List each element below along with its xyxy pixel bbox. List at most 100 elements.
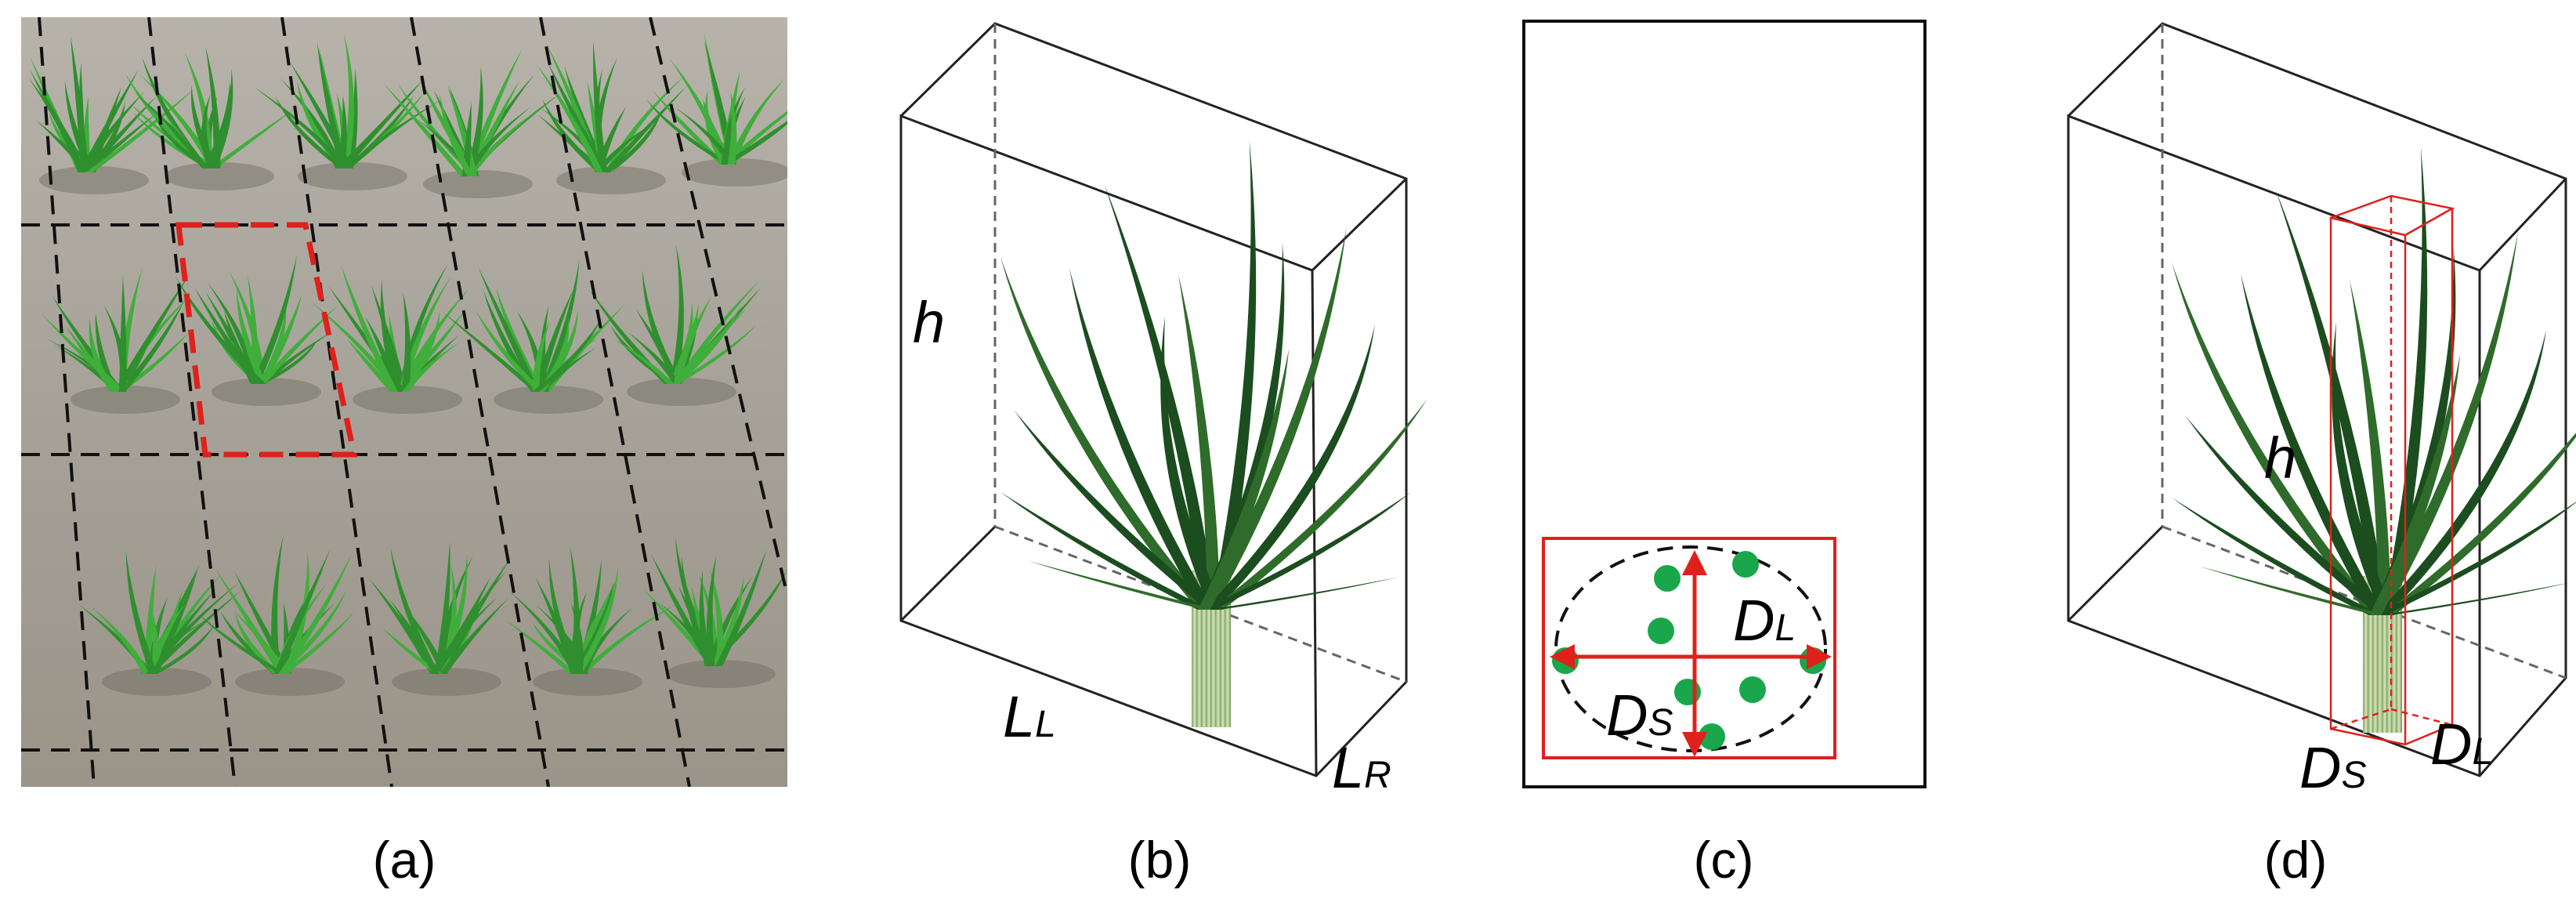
tiller-dot	[1739, 676, 1766, 703]
length-label-LL-main: L	[1003, 684, 1035, 749]
short-diameter-label-sub: S	[1648, 702, 1673, 744]
long-diameter-label-sub: L	[2472, 731, 2493, 773]
tiller-dot	[1674, 679, 1701, 705]
seedling-leaf	[384, 84, 468, 176]
canopy-ellipse	[1554, 545, 1827, 752]
arrow-head	[1682, 732, 1707, 757]
seedling-leaf	[258, 305, 338, 384]
plant-stem	[2363, 576, 2369, 733]
seedling-reflection	[533, 668, 642, 696]
seedling-leaf	[659, 603, 716, 666]
tiller-dot	[1732, 551, 1759, 578]
seedling-leaf	[675, 107, 736, 165]
seedling-reflection	[39, 166, 149, 194]
seedling-leaf	[150, 589, 217, 674]
seedling-leaf	[465, 106, 545, 176]
arrow-head	[1550, 644, 1575, 669]
seedling-leaf	[114, 272, 191, 392]
height-label: h	[2264, 426, 2296, 491]
seedling-leaf	[699, 570, 712, 666]
plant-stem	[2368, 576, 2374, 733]
seedling-leaf	[709, 567, 724, 666]
seedling-leaf	[429, 596, 498, 674]
seedling-leaf	[337, 95, 347, 168]
short-diameter-label-main: D	[2299, 735, 2341, 800]
seedling-leaf	[208, 68, 233, 168]
seedling-leaf	[36, 120, 92, 172]
seedling-reflection	[666, 660, 776, 688]
rice-plant-model	[1000, 140, 1427, 727]
seedling-leaf	[273, 549, 331, 674]
panel-d-box	[2067, 22, 2567, 777]
box-edges	[899, 22, 1408, 777]
long-diameter-label: DL	[1733, 588, 1796, 653]
seedling-leaf	[371, 285, 408, 392]
seedling-reflection	[627, 378, 736, 406]
seedling-leaf	[509, 591, 580, 674]
seedling-leaf	[208, 107, 296, 168]
seedling-leaf	[319, 47, 349, 168]
seedling-leaf	[311, 302, 402, 392]
seedling-leaf	[602, 85, 687, 172]
seedling-reflection	[165, 162, 274, 190]
seedling-leaf	[570, 603, 584, 674]
panel-a-photo	[21, 17, 787, 787]
short-diameter-label: DS	[1606, 683, 1673, 748]
short-diameter-label-sub: S	[2341, 755, 2366, 796]
long-diameter-label-sub: L	[1775, 607, 1796, 649]
plant-stem	[2377, 576, 2383, 733]
seedling-leaf	[90, 606, 150, 674]
seedling-leaf	[724, 87, 745, 165]
plant-stem	[2386, 576, 2393, 733]
plant-leaf	[1160, 316, 1223, 610]
seedling-reflection	[682, 158, 787, 187]
short-diameter-label-main: D	[1606, 683, 1648, 748]
box-hidden-edge	[2162, 525, 2567, 679]
seedling-leaf	[207, 282, 259, 384]
plant-leaf	[1104, 183, 1217, 610]
seedling-reflection	[392, 668, 501, 696]
grid-column-line	[147, 17, 237, 787]
long-diameter-label: DL	[2430, 712, 2493, 777]
seedling-leaf	[343, 100, 442, 168]
plant-stem	[1210, 571, 1217, 727]
seedling-leaf	[134, 92, 209, 168]
plant-leaf	[1210, 140, 1257, 610]
seedling-leaf	[673, 295, 712, 384]
seedling-leaf	[404, 606, 449, 674]
seedling-reflection	[71, 386, 180, 414]
seedling-leaf	[380, 278, 403, 392]
seedling-leaf	[605, 75, 686, 172]
seedling-leaf	[548, 557, 582, 674]
height-label: h	[913, 290, 945, 355]
arrow-head	[1682, 550, 1707, 575]
plant-stem	[1220, 571, 1226, 727]
seedling-leaf	[465, 66, 483, 176]
seedling-leaf	[70, 34, 89, 172]
tiller-dot	[1699, 723, 1725, 750]
seedling-leaf	[477, 266, 541, 392]
diameter-arrows	[1550, 550, 1832, 757]
seedling-leaf	[340, 34, 355, 168]
tiller-dot	[1654, 565, 1681, 592]
bounding-rectangle	[1542, 537, 1836, 759]
seedling-leaf	[727, 92, 737, 165]
rice-seedlings	[28, 33, 787, 696]
seedling-leaf	[505, 620, 577, 674]
seedling-leaf	[119, 277, 127, 392]
seedling-leaf	[536, 63, 603, 172]
panel-c-caption: (c)	[1694, 831, 1754, 889]
grid-column-line	[649, 17, 787, 596]
grid-column-line	[410, 17, 550, 787]
seedling-leaf	[578, 600, 682, 674]
seedling-reflection	[102, 668, 212, 696]
plant-stem	[1206, 571, 1212, 727]
seedling-leaf	[462, 102, 472, 176]
seedling-leaf	[233, 571, 292, 674]
plant-leaf	[2275, 189, 2388, 615]
plant-stem	[2396, 576, 2402, 733]
length-label-LL-sub: L	[1035, 704, 1056, 745]
rice-plant-model	[2172, 146, 2576, 733]
seedling-leaf	[669, 57, 731, 165]
